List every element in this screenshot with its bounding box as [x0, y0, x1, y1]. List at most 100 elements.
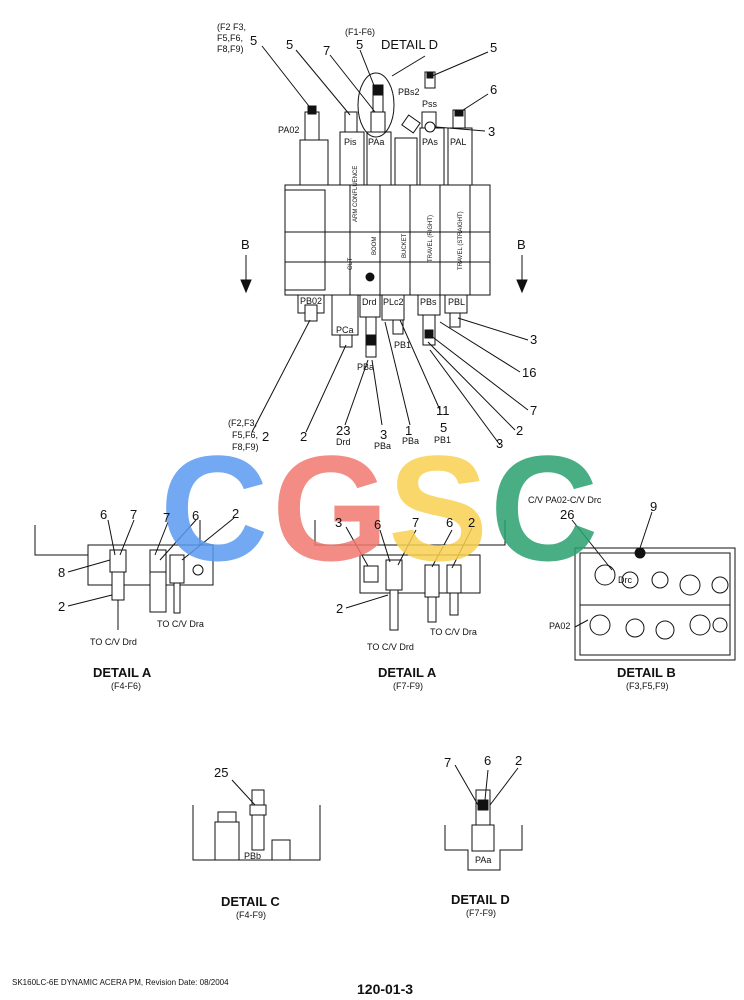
detail-d-range: (F7-F9) — [466, 908, 496, 918]
detail-c — [192, 779, 321, 861]
section-bucket: BUCKET — [402, 233, 408, 258]
leader-lines-top — [261, 45, 489, 132]
detail-b-pa02: PA02 — [549, 621, 571, 631]
detail-c-callout-25: 25 — [214, 765, 229, 780]
callout-drd: Drd — [336, 437, 351, 447]
callout-6: 6 — [490, 82, 498, 97]
range-note-top-2: F5,F6, — [217, 33, 244, 43]
callout-r3b: 3 — [496, 436, 504, 451]
port-pba: PBa — [357, 362, 375, 372]
detail-a1-callout-7a: 7 — [130, 507, 138, 522]
port-pal: PAL — [450, 137, 467, 147]
detail-b-callout-26: 26 — [560, 507, 575, 522]
port-pis: Pis — [344, 137, 357, 147]
detail-a1-callout-6: 6 — [100, 507, 108, 522]
detail-d-marker-ellipse — [357, 72, 395, 138]
range-note-top-1: (F2 F3, — [217, 22, 247, 32]
port-drd: Drd — [362, 297, 377, 307]
detail-d-title: DETAIL D — [451, 892, 510, 907]
section-travel-right: TRAVEL (RIGHT) — [428, 215, 434, 262]
detail-a1-range: (F4-F6) — [111, 681, 141, 691]
control-valve-body — [284, 127, 491, 336]
callout-23: 23 — [336, 423, 351, 438]
callout-2a: 2 — [300, 429, 308, 444]
port-pas: PAs — [422, 137, 438, 147]
detail-a1-callout-7b: 7 — [163, 510, 171, 525]
range-note-top-3: F8,F9) — [217, 44, 244, 54]
detail-a1-callout-8: 8 — [58, 565, 66, 580]
detail-b-title: DETAIL B — [617, 665, 676, 680]
port-plc2: PLc2 — [383, 297, 404, 307]
detail-b-range: (F3,F5,F9) — [626, 681, 669, 691]
range-note-left-3: F8,F9) — [232, 442, 259, 452]
footer-page-number: 120-01-3 — [357, 981, 414, 997]
callout-5c: 5 — [356, 37, 364, 52]
detail-a2-to-drd: TO C/V Drd — [367, 642, 414, 652]
detail-a2-callout-7: 7 — [412, 515, 420, 530]
section-travel-straight: TRAVEL (STRAIGHT) — [458, 211, 464, 270]
detail-d — [444, 764, 523, 871]
callout-11: 11 — [436, 403, 450, 418]
detail-c-title: DETAIL C — [221, 894, 280, 909]
detail-a2-callout-2b: 2 — [336, 601, 344, 616]
port-pbs: PBs — [420, 297, 437, 307]
detail-d-callout-7: 7 — [444, 755, 452, 770]
callout-r7: 7 — [530, 403, 538, 418]
section-boom: BOOM — [372, 237, 378, 255]
detail-a-left — [34, 517, 235, 630]
b-view-arrows — [240, 255, 528, 294]
callout-r2: 2 — [516, 423, 524, 438]
detail-d-marker-label: DETAIL D — [381, 37, 439, 52]
port-paa: PAa — [368, 137, 385, 147]
detail-a2-callout-6b: 6 — [446, 515, 454, 530]
detail-a2-callout-6: 6 — [374, 517, 382, 532]
port-pbl: PBL — [448, 297, 466, 307]
port-pss: Pss — [422, 99, 438, 109]
detail-a2-range: (F7-F9) — [393, 681, 423, 691]
detail-a1-to-dra: TO C/V Dra — [157, 619, 204, 629]
top-fittings — [304, 71, 466, 141]
callout-5a: 5 — [250, 33, 258, 48]
detail-a1-callout-6b: 6 — [192, 508, 200, 523]
cgsc-watermark: C G S C — [160, 440, 598, 580]
port-pca: PCa — [336, 325, 354, 335]
detail-d-callout-2: 2 — [515, 753, 523, 768]
detail-a1-to-drd: TO C/V Drd — [90, 637, 137, 647]
callout-5b: 5 — [286, 37, 294, 52]
range-note-left-2: F5,F6, — [232, 430, 259, 440]
detail-a2-title: DETAIL A — [378, 665, 437, 680]
watermark-letter-g: G — [272, 440, 389, 580]
callout-3: 3 — [488, 124, 496, 139]
callout-7: 7 — [323, 43, 331, 58]
range-note-left-1: (F2,F3, — [228, 418, 258, 428]
port-pb1: PB1 — [394, 340, 412, 350]
footer-model-revision: SK160LC-6E DYNAMIC ACERA PM, Revision Da… — [12, 978, 229, 987]
port-pb02: PB02 — [300, 296, 323, 306]
detail-a2-to-dra: TO C/V Dra — [430, 627, 477, 637]
detail-a1-callout-2: 2 — [232, 506, 240, 521]
port-pbs2: PBs2 — [398, 87, 420, 97]
detail-c-range: (F4-F9) — [236, 910, 266, 920]
detail-b — [571, 511, 736, 661]
section-arm-confluence: ARM CONFLUENCE — [353, 166, 359, 222]
detail-b-callout-9: 9 — [650, 499, 658, 514]
detail-d-range-note: (F1-F6) — [345, 27, 375, 37]
callout-r3: 3 — [530, 332, 538, 347]
watermark-letter-c2: C — [490, 440, 598, 580]
callout-1: 1 — [405, 423, 413, 438]
detail-b-header: C/V PA02-C/V Drc — [528, 495, 602, 505]
detail-a1-title: DETAIL A — [93, 665, 152, 680]
callout-r16: 16 — [522, 365, 537, 380]
callout-pba2: PBa — [374, 441, 392, 451]
callout-pb1: PB1 — [434, 435, 452, 445]
view-b-left-label: B — [241, 237, 250, 252]
leader-lines-bottom — [251, 317, 529, 446]
detail-d-paa: PAa — [475, 855, 492, 865]
detail-a2-callout-2: 2 — [468, 515, 476, 530]
detail-d-callout-6: 6 — [484, 753, 492, 768]
section-cut: CUT — [348, 257, 354, 270]
callout-5d: 5 — [490, 40, 498, 55]
detail-b-drc: Drc — [618, 575, 632, 585]
callout-5e: 5 — [440, 420, 448, 435]
